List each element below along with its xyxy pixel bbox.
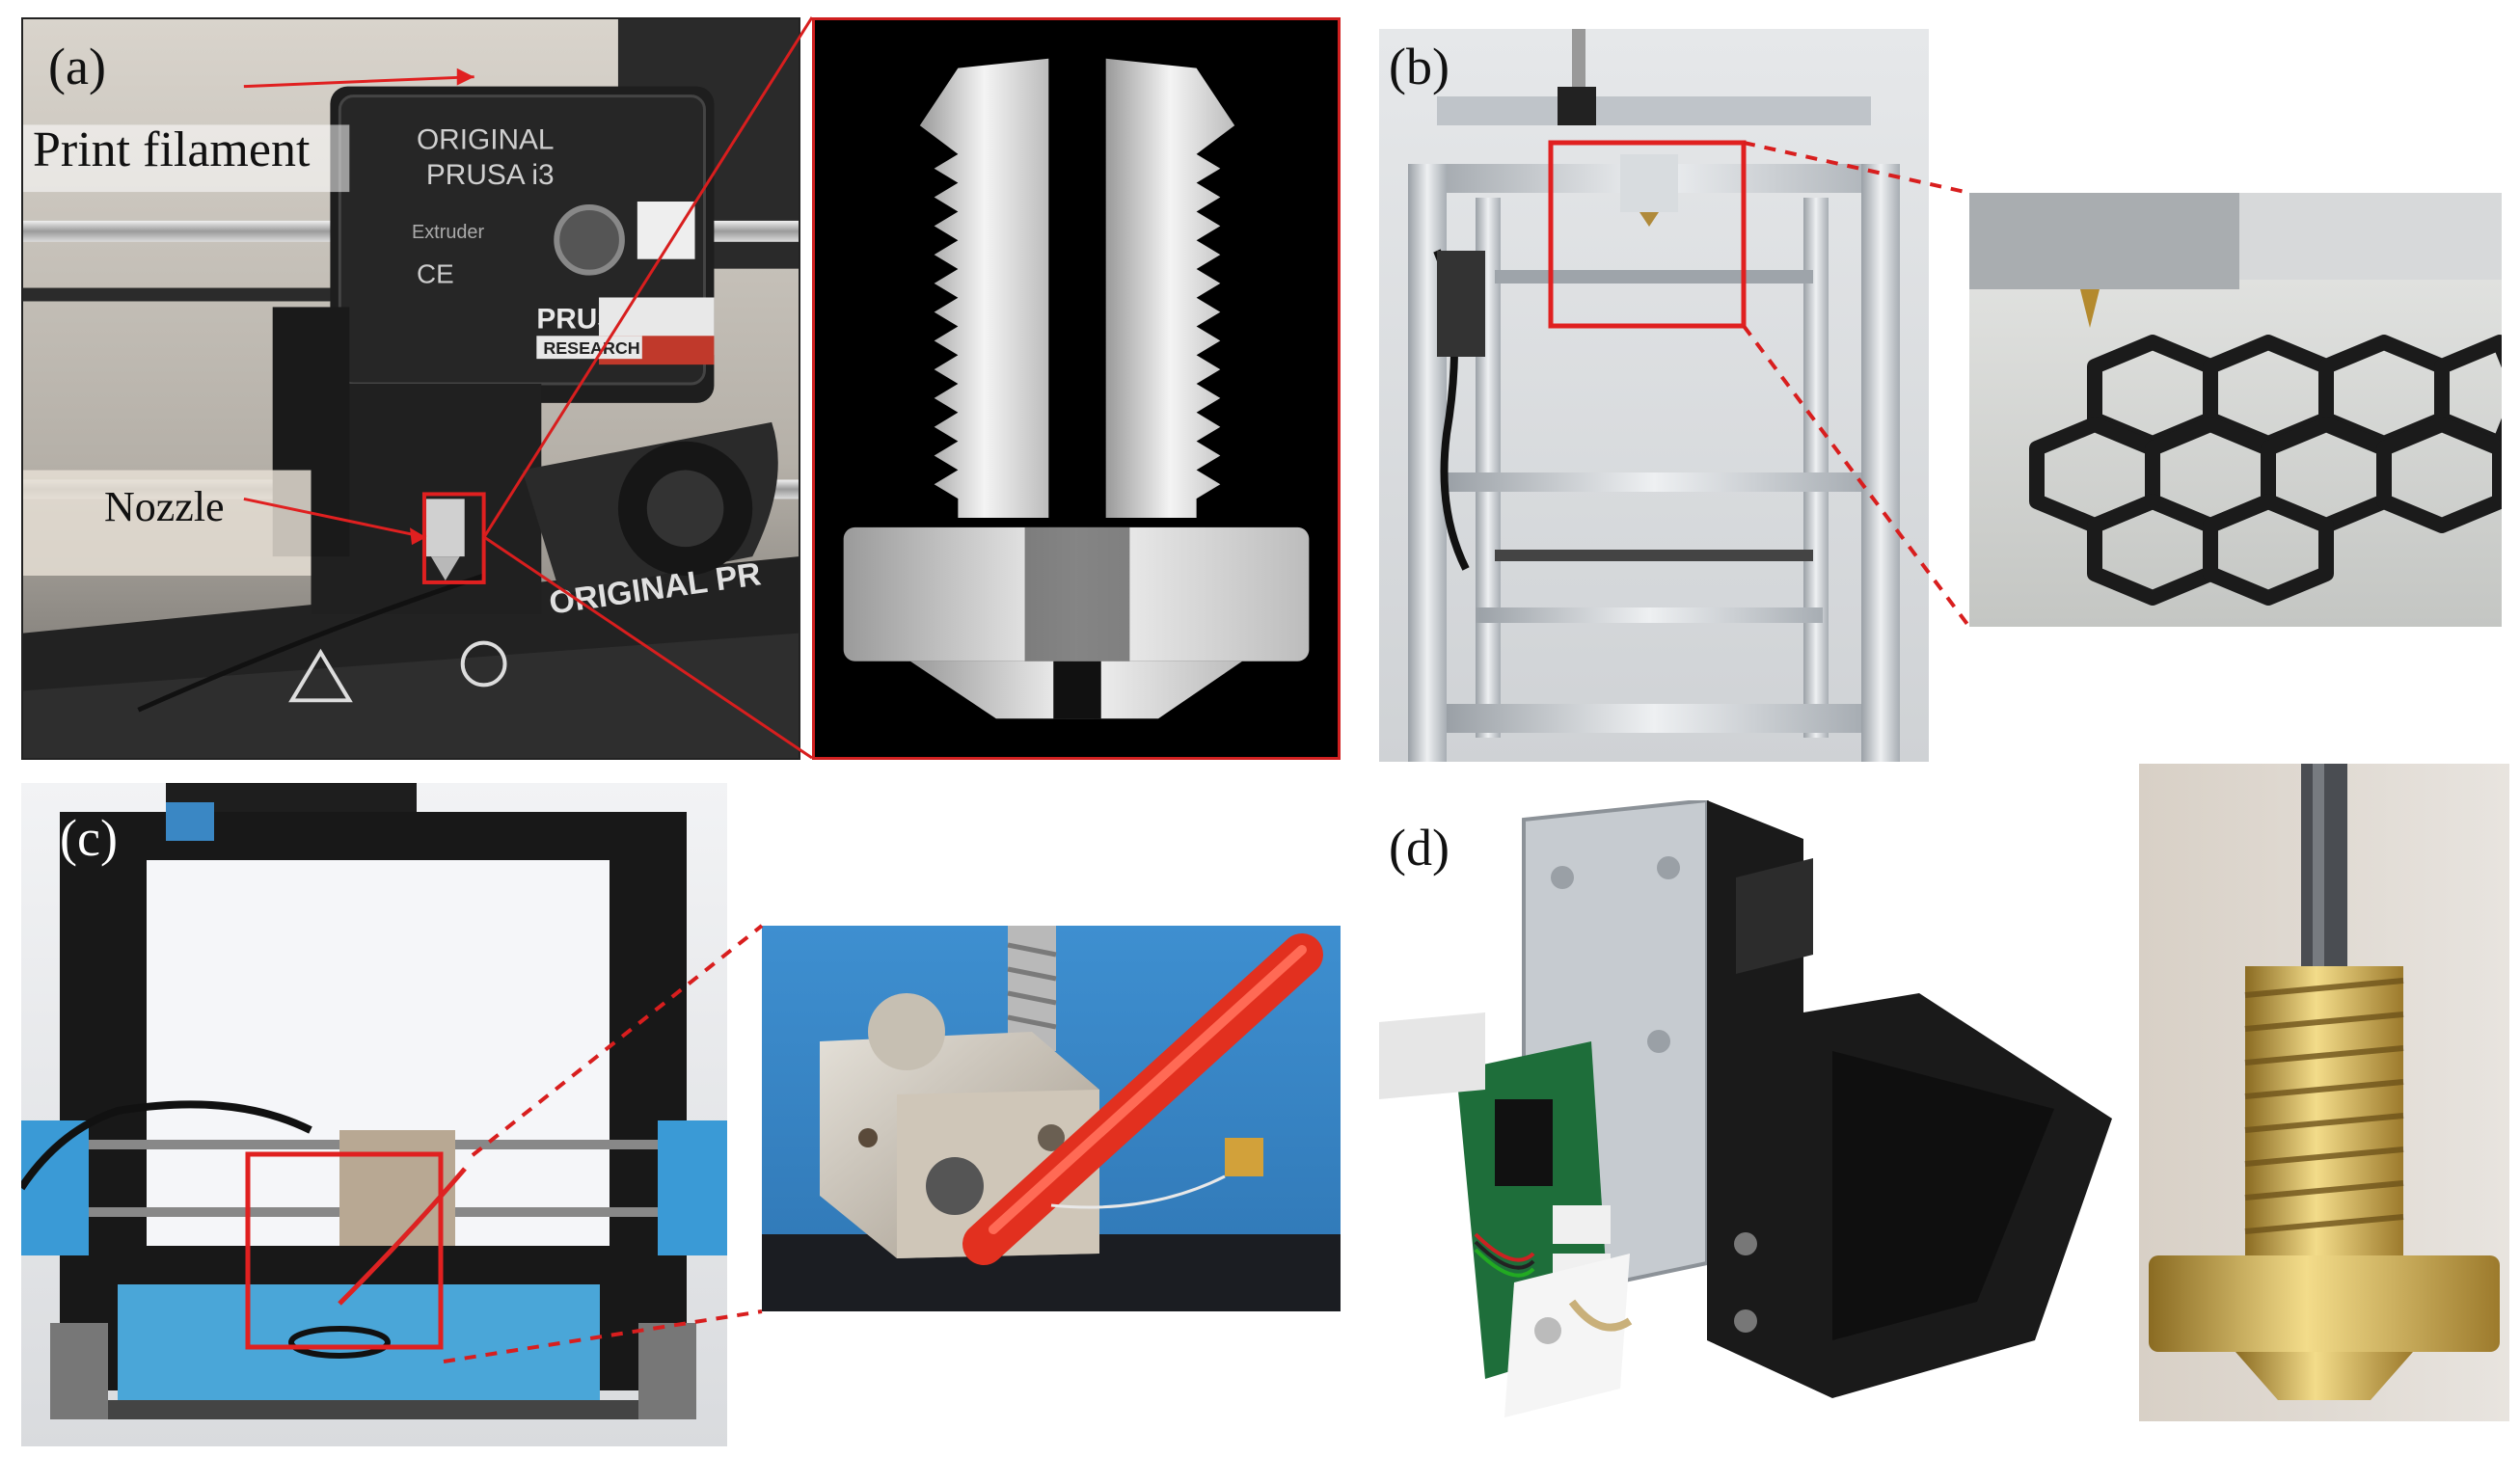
panel-d-label: (d) [1389, 819, 1450, 877]
motor-text-extruder: Extruder [412, 222, 485, 243]
print-filament-annotation: Print filament [33, 122, 311, 177]
badge-text-prusa: PRUSA [536, 303, 637, 335]
hexagon-print-closeup [1969, 193, 2502, 627]
panel-c-desktop-printer-photo [21, 783, 727, 1446]
motor-text-ce: CE [417, 259, 454, 289]
nozzle-xray-image [812, 17, 1341, 760]
motor-text-model: PRUSA i3 [426, 159, 555, 191]
panel-a-label: (a) [48, 38, 106, 95]
brass-nozzle-photo [2139, 764, 2509, 1421]
badge-text-research: RESEARCH [543, 338, 639, 358]
hotend-heater-block-closeup [762, 926, 1341, 1311]
nozzle-annotation: Nozzle [104, 483, 225, 530]
motor-text-original: ORIGINAL [417, 123, 555, 155]
panel-b-gantry-printer-photo [1379, 29, 1929, 762]
panel-b-label: (b) [1389, 38, 1450, 95]
panel-d-extruder-module-photo [1379, 800, 2112, 1427]
panel-c-label: (c) [60, 809, 118, 867]
